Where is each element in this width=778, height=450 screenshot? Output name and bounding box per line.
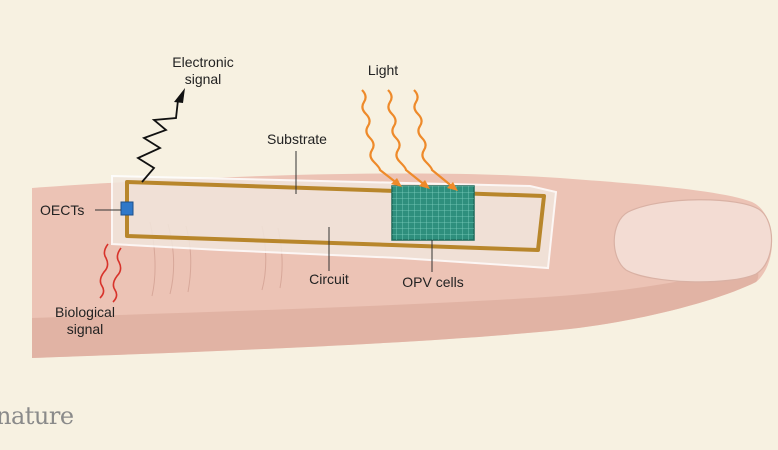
electronic-signal-label-line1: Electronic [172, 54, 234, 70]
biological-signal-waves [99, 243, 122, 303]
electronic-signal-wave [136, 99, 179, 183]
electronic-signal-arrowhead [174, 88, 185, 103]
finger-shadow [32, 262, 759, 358]
leader-lines [95, 151, 433, 272]
oects-label: OECTs [40, 202, 85, 218]
light-arrowheads [391, 178, 458, 191]
light-label: Light [367, 62, 399, 78]
opv-grid [392, 186, 474, 240]
biological-signal-label-line1: Biological [55, 304, 115, 320]
circuit-label: Circuit [309, 271, 349, 287]
oects-device [120, 201, 134, 216]
substrate-label: Substrate [267, 131, 327, 147]
biological-signal-label: Biological signal [40, 304, 130, 338]
electronic-signal-label-line2: signal [184, 71, 222, 87]
nature-logo: nature [0, 402, 74, 430]
opv-cells-label: OPV cells [402, 274, 464, 290]
light-rays [361, 89, 455, 189]
electronic-signal-label: Electronic signal [160, 54, 246, 88]
fingernail [613, 199, 773, 283]
biological-signal-label-line2: signal [66, 321, 104, 337]
